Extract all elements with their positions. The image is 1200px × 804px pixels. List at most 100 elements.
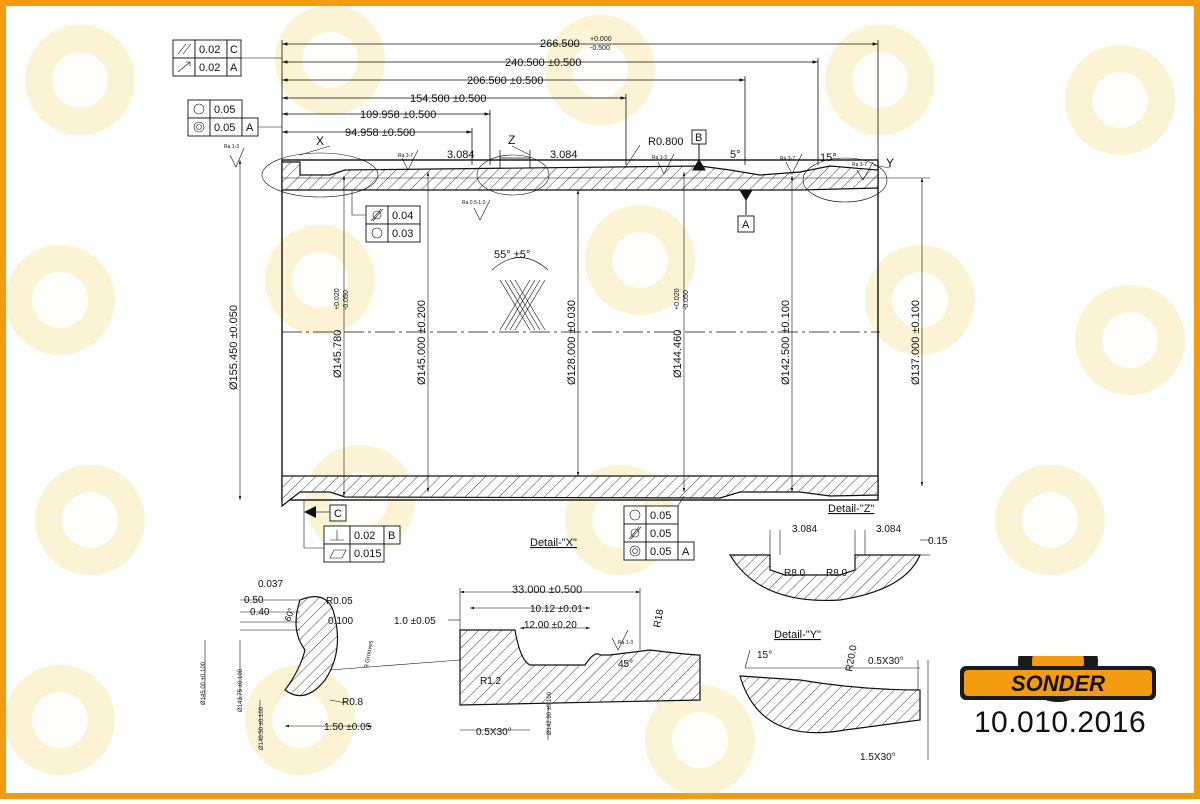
parallelism-icon (177, 43, 192, 55)
dim-overall-tol-lower: -0.500 (590, 45, 610, 52)
cylindricity-icon (372, 210, 382, 220)
datum-c-label: C (334, 508, 342, 520)
dg-r18: R18 (652, 608, 666, 628)
sonder-logo: SONDER (960, 656, 1156, 702)
dia-128: Ø128.000 ±0.030 (566, 300, 578, 385)
gdt-bm-val3: 0.05 (650, 546, 671, 558)
concentricity-icon (629, 545, 641, 557)
ra-2: Ra 3-7 (398, 153, 413, 159)
dia-155: Ø155.450 ±0.050 (228, 305, 240, 390)
ra-3: Ra 1-3 (652, 155, 667, 161)
gdt-bl-val2: 0.015 (354, 548, 382, 560)
dg-ra: Ra 1-3 (618, 640, 633, 646)
cross-hatch-angle: 55° ±5° (494, 249, 530, 261)
dx-150: 1.50 ±0.05 (324, 722, 372, 733)
dy-r20: R20.0 (844, 644, 860, 673)
dz-left: 3.084 (792, 524, 817, 535)
dg-10: 1.0 ±0.05 (394, 616, 436, 627)
detail-y-title: Detail-"Y" (774, 629, 821, 641)
dia-144460: Ø144.460 (672, 330, 684, 378)
dy-chamfer-bottom: 1.5X30° (860, 752, 896, 763)
dx-r005: R0.05 (326, 596, 353, 607)
dx-angle60: 60° (282, 606, 296, 623)
runout-icon (177, 61, 191, 73)
cylindricity-icon (630, 528, 640, 538)
dx-0100: 0.100 (328, 616, 353, 627)
dz-r8a: R8.0 (784, 568, 806, 579)
diameter-lines (238, 160, 930, 500)
dy-angle15: 15° (757, 650, 772, 661)
gdt-frame-bottom-left (303, 500, 401, 563)
gdt-m-val1: 0.04 (392, 210, 413, 222)
ra-6: Ra 0.5-1.0 (462, 200, 486, 206)
top-dimension-lines (281, 40, 879, 168)
dx-grooves: 9 Grooves (364, 640, 375, 668)
gdt-bl-datum1: B (388, 530, 395, 542)
dim-overall-tol-upper: +0.000 (590, 36, 612, 43)
dim-154: 154.500 ±0.500 (410, 93, 486, 105)
gdt-bl-val1: 0.02 (354, 530, 375, 542)
dg-angle45: 45° (618, 659, 633, 670)
gdt-bm-val2: 0.05 (650, 528, 671, 540)
top-wall-section (281, 161, 879, 191)
cross-hatch-symbol (491, 257, 549, 331)
detail-z-title: Detail-"Z" (828, 503, 874, 515)
dia-145000: Ø145.000 ±0.200 (416, 300, 428, 385)
flatness-icon (329, 549, 347, 559)
detail-callout-circles (261, 145, 891, 203)
dx-0037: 0.037 (258, 579, 283, 590)
dim-109: 109.958 ±0.500 (360, 109, 436, 121)
dg-33: 33.000 ±0.500 (512, 584, 582, 596)
ra-5: Ra 3-7 (852, 162, 867, 168)
dim-z-left: 3.084 (447, 149, 475, 161)
dz-r8b: R8.0 (826, 568, 848, 579)
angle-15: 15° (820, 152, 837, 164)
dg-1200: 12.00 ±0.20 (524, 620, 577, 631)
gdt-frame-bottom-mid (623, 495, 695, 561)
dim-radius: R0.800 (648, 136, 683, 148)
gdt-tl-datum1: C (230, 44, 238, 56)
dx-dia145: Ø145.00 ±0.100 (201, 661, 207, 705)
dia-137: Ø137.000 ±0.100 (910, 300, 922, 385)
dg-chamfer: 0.5X30° (476, 727, 512, 738)
ra-1: Ra 1-3 (224, 144, 239, 150)
bottom-wall-section (281, 475, 879, 508)
dx-dia143: Ø143.75 ±0.100 (238, 668, 244, 712)
dia-144460-tol-upper: +0.020 (674, 288, 681, 310)
dy-chamfer-top: 0.5X30° (868, 656, 904, 667)
detail-groove-drawing (448, 588, 701, 740)
detail-y-drawing (739, 649, 929, 760)
ra-4: Ra 3-7 (780, 156, 795, 162)
detail-x-title: Detail-"X" (530, 537, 577, 549)
gdt-r-val1: 0.05 (214, 104, 235, 116)
dg-dia142: Ø142.90 ±0.100 (547, 691, 553, 735)
dim-overall: 266.500 (540, 38, 580, 50)
dg-1012: 10.12 ±0.01 (530, 604, 583, 615)
gdt-r-val2: 0.05 (214, 122, 235, 134)
datum-b-triangle (692, 144, 706, 171)
marker-z: Z (508, 133, 515, 147)
gdt-r-datum2: A (246, 122, 254, 134)
angle-5: 5° (730, 149, 741, 161)
dz-right: 3.084 (876, 524, 901, 535)
gdt-frame-mid (351, 190, 421, 243)
dx-r08: R0.8 (342, 697, 364, 708)
liner-outline (281, 159, 879, 501)
dx-dia140: Ø140.50 ±0.100 (259, 706, 265, 750)
roundness-icon (193, 103, 205, 115)
dia-145780: Ø145.780 (332, 330, 344, 378)
gdt-frame-top-left (172, 39, 282, 77)
concentricity-icon (193, 121, 205, 133)
gdt-bm-val1: 0.05 (650, 510, 671, 522)
gdt-tl-val1: 0.02 (199, 44, 220, 56)
roundness-icon (629, 509, 641, 521)
roundness-icon (371, 227, 383, 239)
dia-145780-tol-lower: -0.050 (343, 290, 350, 310)
datum-b-label: B (695, 132, 702, 144)
dim-206: 206.500 ±0.500 (467, 75, 543, 87)
marker-y: Y (886, 156, 894, 170)
datum-a-label: A (742, 219, 750, 231)
